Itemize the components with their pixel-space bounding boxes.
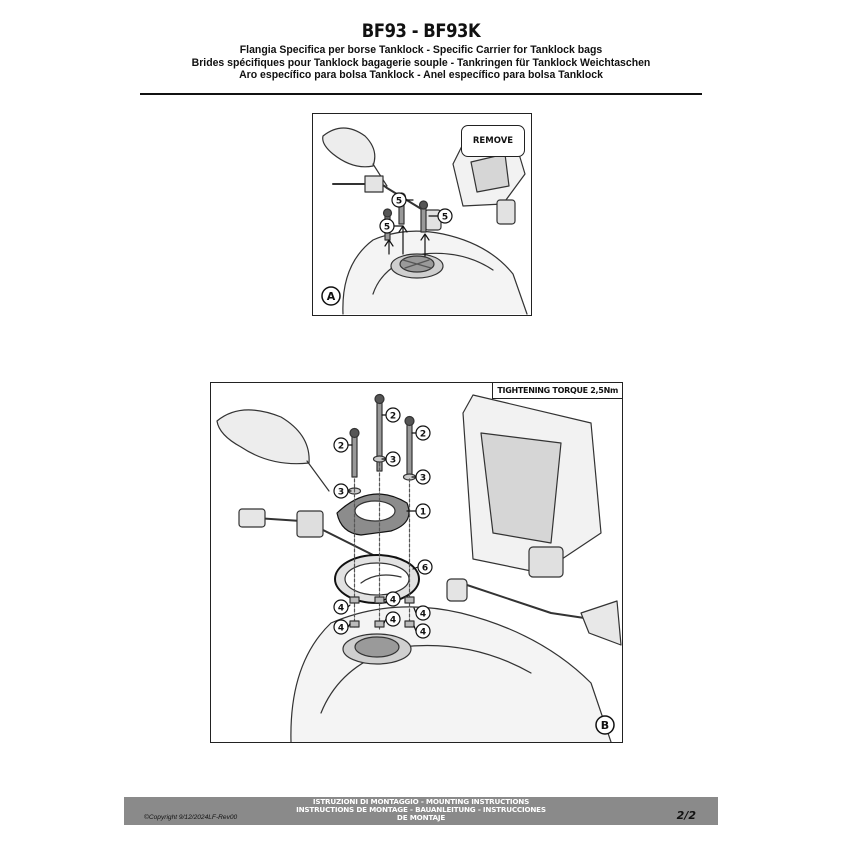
- torque-label: TIGHTENING TORQUE 2,5Nm: [492, 383, 622, 399]
- callout-bolt-3: 2: [420, 430, 426, 440]
- step-letter-b: B: [601, 719, 609, 732]
- remove-label: REMOVE: [461, 125, 525, 157]
- step-letter-a: A: [327, 290, 336, 303]
- callout-flange: 1: [420, 508, 426, 518]
- subtitle-it-en: Flangia Specifica per borse Tanklock - S…: [239, 44, 603, 56]
- callout-washer-1: 3: [390, 456, 396, 466]
- callout-spacer-6: 4: [420, 628, 426, 638]
- callout-washer-2: 3: [420, 474, 426, 484]
- callout-a-3: 5: [384, 223, 390, 233]
- callout-a-2: 5: [442, 213, 448, 223]
- step-b-drawing: 2 2 2 3 3 3 1 6 4 4 4 4 4 4 B: [216, 393, 622, 742]
- callout-bolt-2: 2: [338, 442, 344, 452]
- footer-instructions: ISTRUZIONI DI MONTAGGIO - MOUNTING INSTR…: [124, 798, 718, 822]
- callout-spacer-3: 4: [420, 610, 426, 620]
- footer-line-3: DE MONTAJE: [396, 813, 446, 822]
- callout-spacer-1: 4: [338, 604, 344, 614]
- document-header: BF93 - BF93K Flangia Specifica per borse…: [140, 18, 702, 82]
- callout-ring: 6: [422, 564, 428, 574]
- step-a-drawing: 5 5 5 A: [321, 127, 528, 315]
- bolts: [349, 393, 415, 478]
- mirror-shape: [216, 409, 310, 465]
- footer-bar: ISTRUZIONI DI MONTAGGIO - MOUNTING INSTR…: [124, 797, 718, 825]
- footer-line-1: ISTRUZIONI DI MONTAGGIO - MOUNTING INSTR…: [312, 797, 530, 806]
- page-number: 2/2: [676, 809, 696, 822]
- callout-a-1: 5: [396, 197, 402, 207]
- step-a-illustration: 5 5 5 A REMOVE: [312, 113, 532, 316]
- callout-spacer-5: 4: [390, 616, 396, 626]
- mirror-shape: [322, 127, 376, 168]
- subtitle-es-pt: Aro específico para bolsa Tanklock - Ane…: [239, 69, 603, 82]
- callout-spacer-2: 4: [390, 596, 396, 606]
- callout-bolt-1: 2: [390, 412, 396, 422]
- header-rule: [140, 93, 702, 95]
- subtitle-fr-de: Brides spécifiques pour Tanklock bagager…: [191, 56, 651, 69]
- step-b-illustration: 2 2 2 3 3 3 1 6 4 4 4 4 4 4 B TIGHTENING…: [210, 382, 623, 743]
- callout-spacer-4: 4: [338, 624, 344, 634]
- document-title: BF93 - BF93K: [361, 20, 481, 42]
- copyright-text: ©Copyright 9/12/2024LF-Rev00: [144, 814, 238, 821]
- callout-washer-3: 3: [338, 488, 344, 498]
- footer-line-2: INSTRUCTIONS DE MONTAGE - BAUANLEITUNG -…: [296, 805, 546, 814]
